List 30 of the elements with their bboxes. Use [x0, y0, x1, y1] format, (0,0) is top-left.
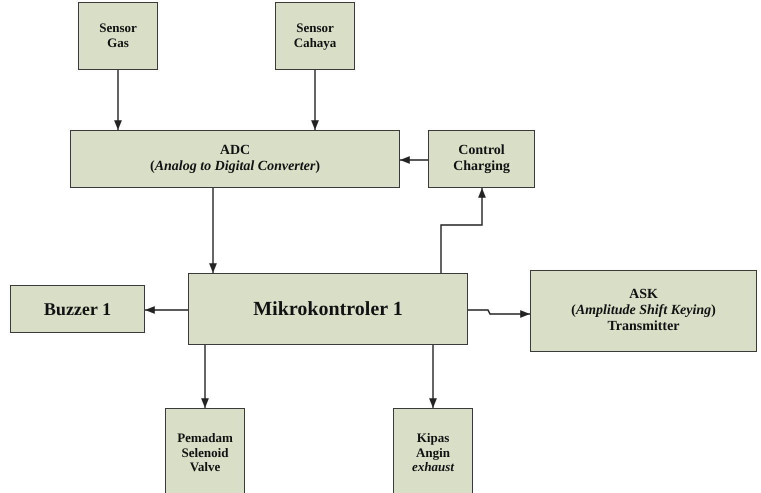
block-box	[393, 408, 473, 493]
block-box	[275, 2, 355, 70]
block-label: Control Charging	[452, 142, 511, 176]
block-label: Kipas Angin exhaust	[411, 430, 456, 476]
block-label: (Analog to Digital Converter)	[150, 159, 320, 176]
arrow	[145, 306, 188, 314]
arrow	[440, 188, 486, 273]
block-label: ADC	[220, 142, 250, 159]
block-label: Sensor Gas	[98, 21, 138, 51]
block-box	[78, 2, 158, 70]
arrow	[201, 345, 209, 408]
arrow	[114, 70, 122, 130]
block-label: Buzzer 1	[44, 298, 112, 320]
arrow	[429, 345, 437, 408]
block-label: Mikrokontroler 1	[253, 298, 403, 320]
block-label: Pemadam Selenoid Valve	[176, 430, 234, 476]
arrow	[311, 70, 319, 130]
block-box	[70, 130, 400, 188]
block-box	[428, 130, 535, 188]
block-box	[188, 273, 468, 345]
block-label: ASK	[629, 286, 658, 303]
block-label: Sensor Cahaya	[292, 21, 338, 51]
block-box	[10, 285, 145, 333]
block-label: (Amplitude Shift Keying)	[571, 302, 716, 320]
block-box	[530, 270, 757, 352]
arrow	[209, 188, 217, 273]
arrow	[468, 309, 530, 318]
block-label: Transmitter	[607, 319, 680, 336]
arrow	[400, 156, 428, 164]
block-box	[165, 408, 245, 493]
